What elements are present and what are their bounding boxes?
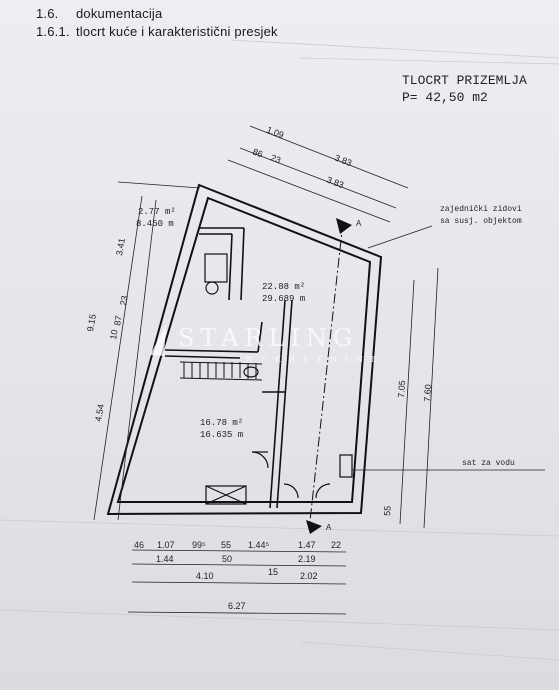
dimension-lines (93, 125, 545, 615)
watermark-logo-icon (150, 325, 166, 356)
room2-height: 29.689 m (262, 294, 305, 304)
dim-left-3: 10 (108, 329, 120, 341)
dim-top-5: 3.83 (325, 175, 345, 191)
dim-right-3: 55 (382, 505, 393, 516)
dim-right-1: 7.05 (396, 380, 407, 398)
watermark: STARLING NEKRETNINE (150, 324, 385, 364)
bottom-dimensions: 46 1.07 99⁵ 55 1.44⁵ 1.47 22 1.44 50 2.1… (134, 540, 341, 611)
sink-icon (243, 366, 259, 378)
dim-bottom-3: 99⁵ (192, 540, 206, 550)
section-heading: 1.6. dokumentacija (36, 6, 162, 21)
room2-area: 22.88 m² (262, 282, 305, 292)
watermark-brand: STARLING (178, 324, 358, 352)
right-dimensions: 7.05 7.60 55 (382, 380, 433, 516)
subsection-number: 1.6.1. (36, 24, 70, 39)
dim-bottom-4: 55 (221, 540, 231, 550)
note-shared-walls-2: sa susj. objektom (440, 217, 522, 226)
plan-area: P= 42,50 m2 (402, 90, 488, 105)
dim-top-1: 1.09 (265, 125, 285, 141)
water-meter-box (339, 454, 353, 478)
section-arrow-top (336, 218, 352, 234)
top-dimensions: 1.09 86 23 3.83 3.83 (251, 125, 353, 191)
door-swing (251, 451, 269, 469)
dim-bottom-5: 1.44⁵ (248, 540, 270, 550)
dim-bottom-12: 15 (268, 567, 278, 577)
dim-bottom-6: 1.47 (298, 540, 316, 550)
watermark-sub: NEKRETNINE (246, 355, 385, 364)
dim-bottom-1: 46 (134, 540, 144, 550)
section-arrow-bottom (306, 520, 322, 534)
dim-bottom-13: 2.02 (300, 571, 318, 581)
left-dimensions: 9.15 3.41 10 87 23 4.54 (85, 237, 130, 422)
fireplace (205, 485, 247, 505)
dim-right-2: 7.60 (422, 384, 433, 402)
dim-left-1: 9.15 (85, 313, 98, 332)
dim-bottom-total: 6.27 (228, 601, 246, 611)
room-labels: 2.77 m² 8.450 m 22.88 m² 29.689 m 16.78 … (136, 207, 305, 440)
plan-title-block: TLOCRT PRIZEMLJA P= 42,50 m2 (402, 72, 527, 106)
dim-bottom-8: 1.44 (156, 554, 174, 564)
entrance-door-left (283, 483, 299, 499)
note-shared-walls-1: zajednički zidovi (440, 205, 522, 214)
room3-area: 16.78 m² (200, 418, 243, 428)
room3-height: 16.635 m (200, 430, 243, 440)
room1-height: 8.450 m (136, 219, 174, 229)
dim-bottom-7: 22 (331, 540, 341, 550)
notes: zajednički zidovi sa susj. objektom sat … (440, 205, 522, 468)
entrance-door-right (315, 483, 331, 499)
section-label-bottom: A (326, 523, 332, 532)
room1-area: 2.77 m² (138, 207, 176, 217)
note-water-meter: sat za vodu (462, 459, 515, 468)
subsection-heading: 1.6.1. tlocrt kuće i karakteristični pres… (36, 24, 278, 39)
kitchen-counter (204, 253, 228, 283)
section-number: 1.6. (36, 6, 59, 21)
subsection-title: tlocrt kuće i karakteristični presjek (76, 24, 278, 39)
dim-left-5: 23 (118, 295, 130, 307)
background-lines (0, 39, 559, 661)
fixtures (204, 253, 353, 505)
plan-title: TLOCRT PRIZEMLJA (402, 73, 527, 88)
dim-left-2: 3.41 (114, 237, 127, 256)
dim-top-4: 3.83 (333, 153, 353, 169)
section-label-top: A (356, 219, 362, 228)
dim-left-4: 87 (112, 315, 124, 327)
outer-walls (106, 183, 383, 516)
dim-top-3: 23 (269, 153, 282, 166)
dim-bottom-10: 2.19 (298, 554, 316, 564)
section-title: dokumentacija (76, 6, 163, 21)
interior-walls (164, 227, 293, 509)
dim-left-6: 4.54 (93, 403, 106, 422)
dim-bottom-2: 1.07 (157, 540, 175, 550)
section-line: A A (306, 218, 362, 534)
dim-bottom-11: 4.10 (196, 571, 214, 581)
staircase (179, 361, 263, 381)
dim-top-2: 86 (251, 147, 264, 160)
toilet-icon (205, 281, 219, 295)
dim-bottom-9: 50 (222, 554, 232, 564)
